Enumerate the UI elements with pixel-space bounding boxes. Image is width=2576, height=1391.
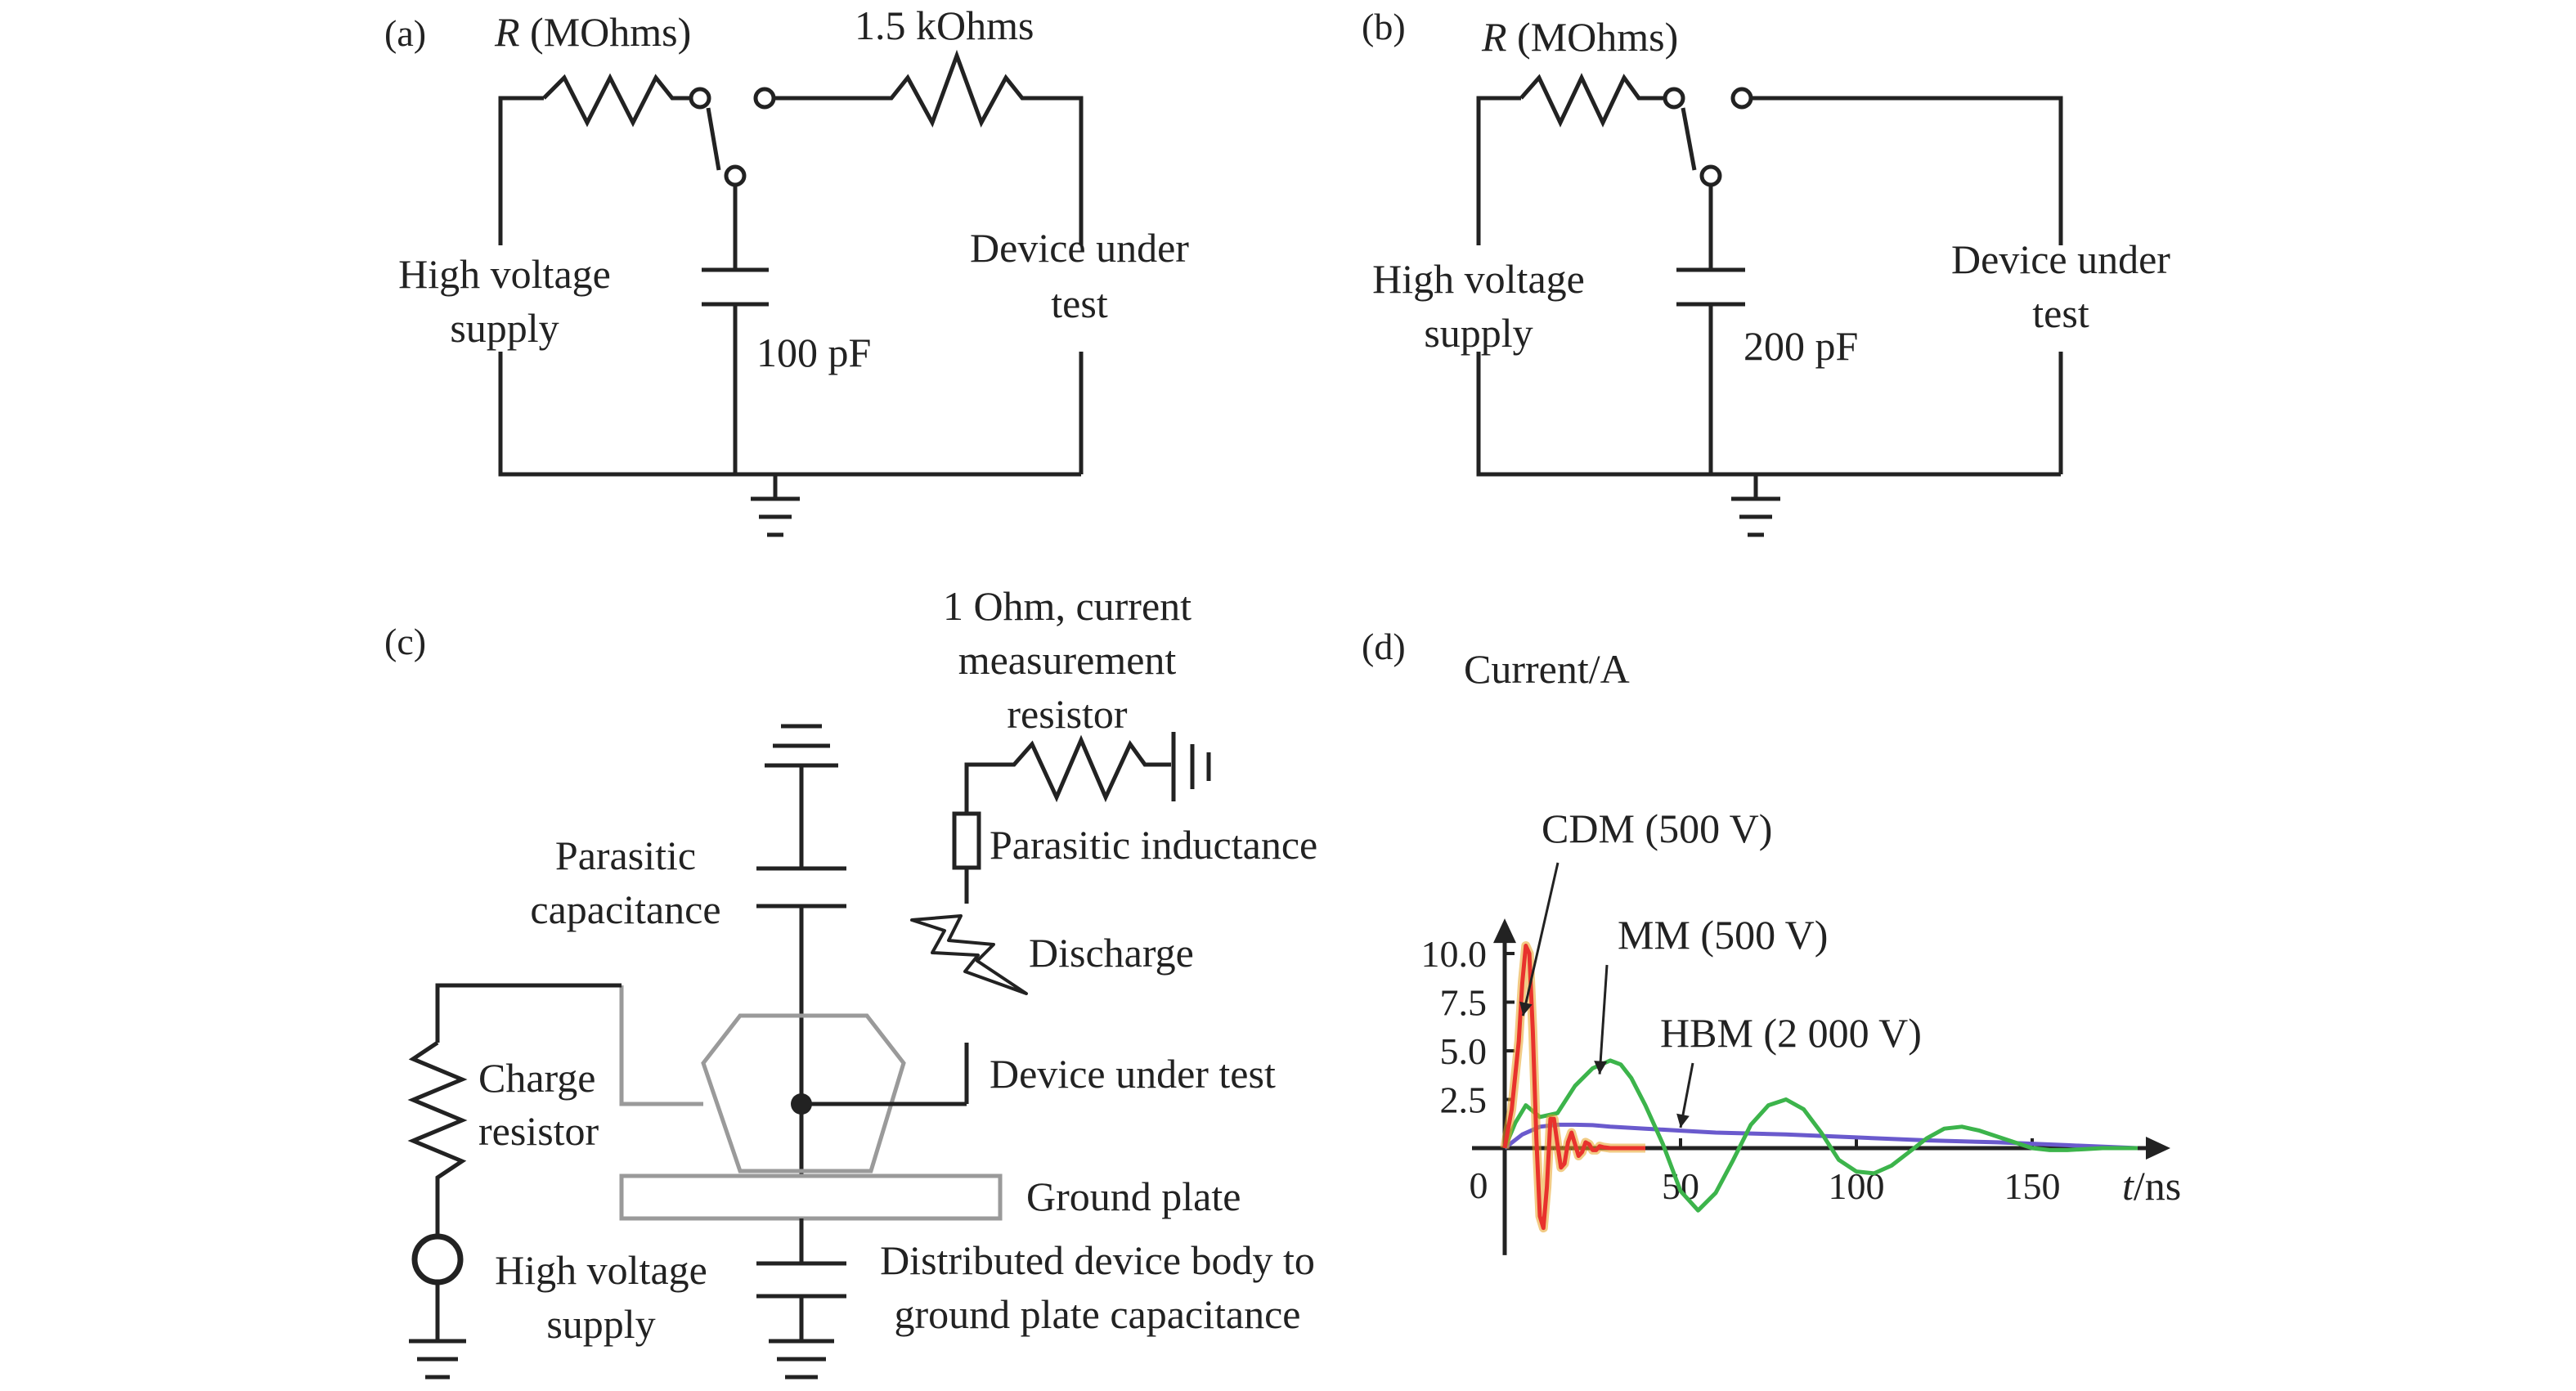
panel-a-bottom-wire — [498, 304, 1081, 477]
panel-c-measurement-resistor — [964, 734, 1171, 814]
panel-b-switch-contact-right — [1730, 87, 1753, 110]
panel-a-switch-blade — [706, 107, 721, 171]
panel-c-ground-plate — [619, 1173, 1003, 1221]
panel-c-node-dot — [791, 1093, 812, 1115]
y-tick-label: 2.5 — [1440, 1079, 1488, 1121]
panel-c-device-body — [701, 1013, 906, 1173]
panel-b-dut-label-2: test — [2032, 290, 2089, 336]
panel-a-switch-pivot — [724, 164, 747, 187]
panel-a-series-resistor-label: 1.5 kOhms — [855, 2, 1034, 48]
panel-c-distributed-label-2: ground plate capacitance — [895, 1291, 1301, 1337]
chart-ylabel: Current/A — [1464, 646, 1630, 692]
y-tick-label: 10.0 — [1421, 933, 1488, 975]
panel-b-tag: (b) — [1362, 6, 1406, 47]
panel-c-device-left-pin — [619, 985, 703, 1106]
panel-b-r-label: R (MOhms) — [1481, 14, 1678, 60]
panel-c-dut-label: Device under test — [990, 1051, 1276, 1097]
panel-a-dut-label-1: Device under — [970, 225, 1189, 271]
panel-a-r-resistor — [542, 73, 695, 128]
panel-b-switch-blade — [1681, 107, 1697, 171]
panel-a-tag: (a) — [384, 12, 426, 54]
panel-a-left-wire — [498, 96, 544, 245]
panel-b-capacitor-label: 200 pF — [1744, 323, 1858, 369]
panel-b-supply-label-2: supply — [1424, 310, 1533, 356]
panel-c-ground-plate-label: Ground plate — [1026, 1173, 1241, 1219]
panel-c-top-ground-icon — [765, 724, 838, 868]
annotation-label: HBM (2 000 V) — [1660, 1010, 1922, 1056]
panel-c-discharge-label: Discharge — [1029, 930, 1194, 976]
panel-b-bottom-wire — [1476, 304, 2061, 477]
panel-c-supply-label-2: supply — [546, 1301, 655, 1347]
annotation-arrow-head-icon — [1594, 1061, 1608, 1075]
chart-xlabel: t/ns — [2122, 1163, 2181, 1209]
series-line-cdm — [1502, 944, 1645, 1231]
panel-b-switch-pivot — [1699, 164, 1722, 187]
chart-annotations: CDM (500 V) MM (500 V) HBM (2 000 V) — [1519, 805, 1922, 1129]
panel-a-r-label: R (MOhms) — [494, 9, 691, 55]
panel-c-parasitic-inductance — [952, 811, 981, 870]
panel-c-tag: (c) — [384, 621, 426, 662]
panel-c-parasitic-ind-label: Parasitic inductance — [990, 822, 1317, 868]
panel-c-distributed-label-1: Distributed device body to — [880, 1237, 1315, 1283]
panel-a: (a) R (MOhms) 1.5 kOhms High voltage sup… — [384, 2, 1189, 537]
panel-c-charge-wire — [435, 983, 622, 1043]
annotation-arrow-line — [1521, 862, 1560, 1016]
panel-c: (c) 1 Ohm, current measurement resistor … — [384, 583, 1317, 1380]
y-tick-label: 5.0 — [1440, 1030, 1488, 1072]
x-axis-arrow-icon — [2146, 1137, 2170, 1160]
panel-a-supply-label-1: High voltage — [398, 251, 611, 297]
annotation-arrow-head-icon — [1519, 1001, 1533, 1016]
panel-a-series-resistor — [774, 49, 1084, 245]
x-tick-label: 150 — [2004, 1165, 2061, 1207]
annotation-arrow-head-icon — [1676, 1113, 1690, 1129]
panel-b-switch-contact-left — [1663, 87, 1685, 110]
panel-c-supply-ground-icon — [409, 1339, 466, 1380]
panel-c-meas-label-1: 1 Ohm, current — [943, 583, 1192, 629]
annotation-label: MM (500 V) — [1618, 912, 1828, 958]
chart-origin-label: 0 — [1470, 1164, 1488, 1206]
panel-c-meas-label-2: measurement — [958, 637, 1177, 683]
panel-a-capacitor-label: 100 pF — [756, 330, 871, 375]
panel-c-supply-label-1: High voltage — [495, 1247, 707, 1293]
panel-c-hv-supply-icon — [411, 1233, 464, 1286]
panel-c-dist-ground-icon — [769, 1296, 834, 1380]
annotation-label: CDM (500 V) — [1542, 805, 1772, 851]
panel-c-parasitic-cap-label-1: Parasitic — [555, 832, 696, 878]
annotation-arrow-line — [1598, 964, 1609, 1075]
panel-c-discharge-bolt-icon — [910, 914, 1028, 995]
panel-c-meas-ground-icon — [1171, 732, 1211, 801]
panel-b-top-right-wire — [1751, 96, 2063, 245]
y-axis-arrow-icon — [1493, 918, 1516, 944]
panel-b-supply-label-1: High voltage — [1372, 256, 1585, 302]
panel-b-r-resistor — [1519, 73, 1668, 128]
panel-a-dut-label-2: test — [1051, 280, 1108, 326]
y-tick-label: 7.5 — [1440, 982, 1488, 1024]
panel-a-switch-contact-left — [689, 87, 711, 110]
panel-b-dut-label-1: Device under — [1951, 236, 2170, 282]
panel-c-charge-label-1: Charge — [478, 1055, 595, 1101]
panel-c-meas-label-3: resistor — [1007, 691, 1128, 737]
panel-c-charge-resistor — [407, 1040, 468, 1235]
panel-a-supply-label-2: supply — [450, 305, 559, 351]
panel-a-ground-icon — [751, 474, 800, 537]
panel-b-left-wire — [1476, 96, 1521, 245]
panel-a-switch-contact-right — [753, 87, 776, 110]
panel-c-parasitic-cap-label-2: capacitance — [530, 886, 720, 932]
panel-c-charge-label-2: resistor — [478, 1108, 599, 1154]
panel-b: (b) R (MOhms) High voltage supply 200 pF… — [1362, 6, 2170, 537]
panel-d-tag: (d) — [1362, 626, 1406, 667]
panel-b-ground-icon — [1731, 474, 1780, 537]
